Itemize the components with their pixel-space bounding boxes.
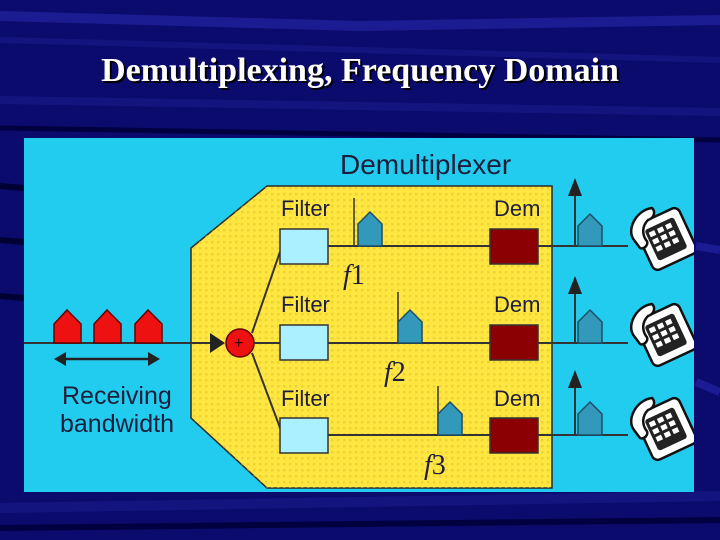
filter-box-1 xyxy=(279,228,329,265)
dem-box-3 xyxy=(489,417,539,454)
filter-label-3: Filter xyxy=(281,386,330,411)
filtered-signal-1 xyxy=(357,210,383,247)
receiving-label-line1: Receiving xyxy=(62,382,172,410)
dem-label-2: Dem xyxy=(494,292,540,317)
output-arrowhead-1 xyxy=(568,178,582,196)
output-signal-2 xyxy=(577,308,603,344)
dem-box-2 xyxy=(489,324,539,361)
demultiplexer-diagram: Demultiplexer Receiving bandwidth + xyxy=(24,138,694,492)
channel-3: Filter f3 Dem xyxy=(279,370,694,481)
filter-box-2 xyxy=(279,324,329,361)
telephone-icon-3 xyxy=(629,396,694,462)
dem-box-1 xyxy=(489,228,539,265)
dem-label-1: Dem xyxy=(494,196,540,221)
input-signal-2 xyxy=(93,308,122,344)
freq-label-2: f2 xyxy=(384,357,406,388)
output-signal-3 xyxy=(577,400,603,436)
telephone-icon-2 xyxy=(629,302,694,368)
receiving-label-line2: bandwidth xyxy=(60,410,174,438)
input-signal-3 xyxy=(134,308,163,344)
fan-line-1 xyxy=(251,245,283,334)
input-signal-1 xyxy=(53,308,82,344)
output-arrowhead-2 xyxy=(568,276,582,294)
bandwidth-arrow xyxy=(54,352,160,366)
filter-box-3 xyxy=(279,417,329,454)
freq-label-1: f1 xyxy=(343,260,365,291)
demux-title: Demultiplexer xyxy=(340,149,511,180)
filtered-signal-3 xyxy=(437,400,463,436)
channel-1: Filter f1 Dem xyxy=(279,178,694,291)
filter-label-2: Filter xyxy=(281,292,330,317)
output-arrowhead-3 xyxy=(568,370,582,388)
filter-label-1: Filter xyxy=(281,196,330,221)
slide-title: Demultiplexing, Frequency Domain xyxy=(101,52,619,89)
channel-2: Filter f2 Dem xyxy=(279,276,694,388)
input-arrowhead xyxy=(210,333,225,353)
input-signals xyxy=(53,308,163,344)
adder-symbol: + xyxy=(234,335,243,352)
fan-line-3 xyxy=(251,352,283,434)
dem-label-3: Dem xyxy=(494,386,540,411)
freq-label-3: f3 xyxy=(424,450,446,481)
filtered-signal-2 xyxy=(397,308,423,344)
demultiplexer-figure: Demultiplexer Receiving bandwidth + xyxy=(24,138,694,492)
telephone-icon-1 xyxy=(629,206,694,272)
output-signal-1 xyxy=(577,212,603,247)
